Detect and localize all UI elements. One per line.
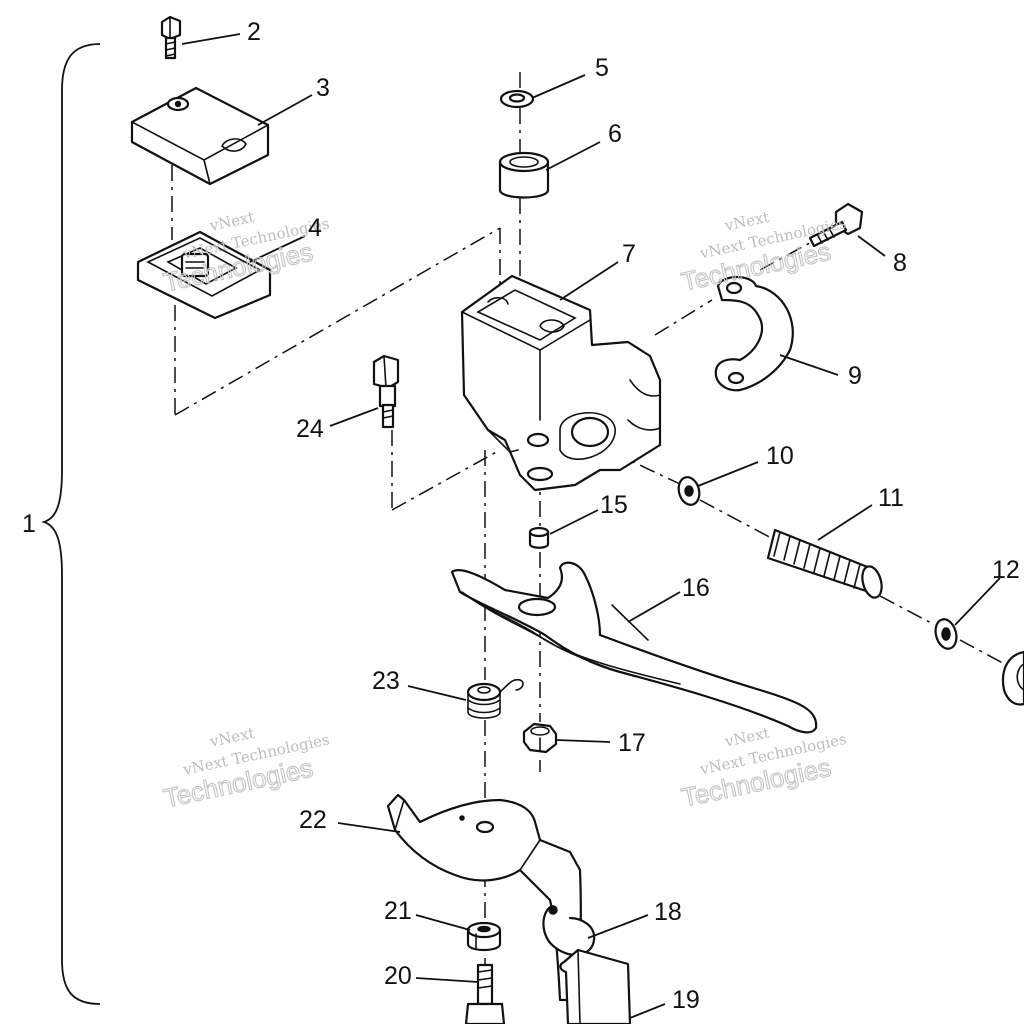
- part-pivot-bolt-24: [372, 354, 400, 429]
- part-master-cylinder-7: [460, 274, 662, 492]
- callout-5: 5: [595, 54, 609, 82]
- watermark-lower-left: vNext vNext Technologies Technologies: [160, 724, 331, 814]
- callout-20: 20: [384, 962, 412, 990]
- watermark-upper-right: vNext vNext Technologies Technologies: [678, 208, 848, 298]
- callout-2: 2: [247, 18, 261, 46]
- part-screw-2: [160, 15, 182, 60]
- callout-3: 3: [316, 74, 330, 102]
- callout-23: 23: [372, 667, 400, 695]
- watermark-lower-right: vNext vNext Technologies Technologies: [678, 724, 848, 814]
- callout-6: 6: [608, 120, 622, 148]
- callout-15: 15: [600, 491, 628, 519]
- part-edge-cap: [1001, 650, 1024, 706]
- part-grommet-21: [466, 921, 502, 952]
- callout-7: 7: [622, 240, 636, 268]
- assembly-brace: [41, 43, 101, 1005]
- part-lever-16: [450, 561, 818, 734]
- part-diaphragm-4: [136, 230, 272, 320]
- callout-16: 16: [682, 574, 710, 602]
- callout-11: 11: [878, 484, 904, 512]
- part-nut-17: [522, 722, 558, 754]
- part-torsion-spring-23: [466, 678, 524, 719]
- part-cover-3: [130, 86, 270, 186]
- callout-12: 12: [992, 556, 1020, 584]
- callout-9: 9: [848, 362, 862, 390]
- part-bolt-8: [808, 202, 864, 248]
- callout-4: 4: [308, 214, 322, 242]
- callout-1: 1: [22, 510, 36, 538]
- callout-21: 21: [384, 897, 412, 925]
- part-washer-5: [499, 89, 535, 109]
- callout-8: 8: [893, 249, 907, 277]
- callout-19: 19: [672, 986, 700, 1014]
- leader-lines: [181, 33, 1001, 1019]
- callout-10: 10: [766, 442, 794, 470]
- callout-24: 24: [296, 415, 324, 443]
- callout-labels: 1 2 3 4 5 6 7 8 9 10 11 12 15 16 17 18 1…: [22, 18, 1020, 1014]
- part-clamp-9: [714, 275, 794, 392]
- callout-17: 17: [618, 729, 646, 757]
- part-washer-12: [934, 618, 958, 650]
- construction-lines: [171, 72, 1013, 972]
- callout-22: 22: [299, 806, 327, 834]
- part-screw-20: [464, 963, 506, 1024]
- part-spring-11: [766, 528, 883, 599]
- part-washer-10: [677, 476, 701, 506]
- callout-18: 18: [654, 898, 682, 926]
- part-plate-19: [559, 948, 632, 1024]
- part-sleeve-6: [498, 151, 550, 199]
- part-bushing-15: [528, 526, 550, 549]
